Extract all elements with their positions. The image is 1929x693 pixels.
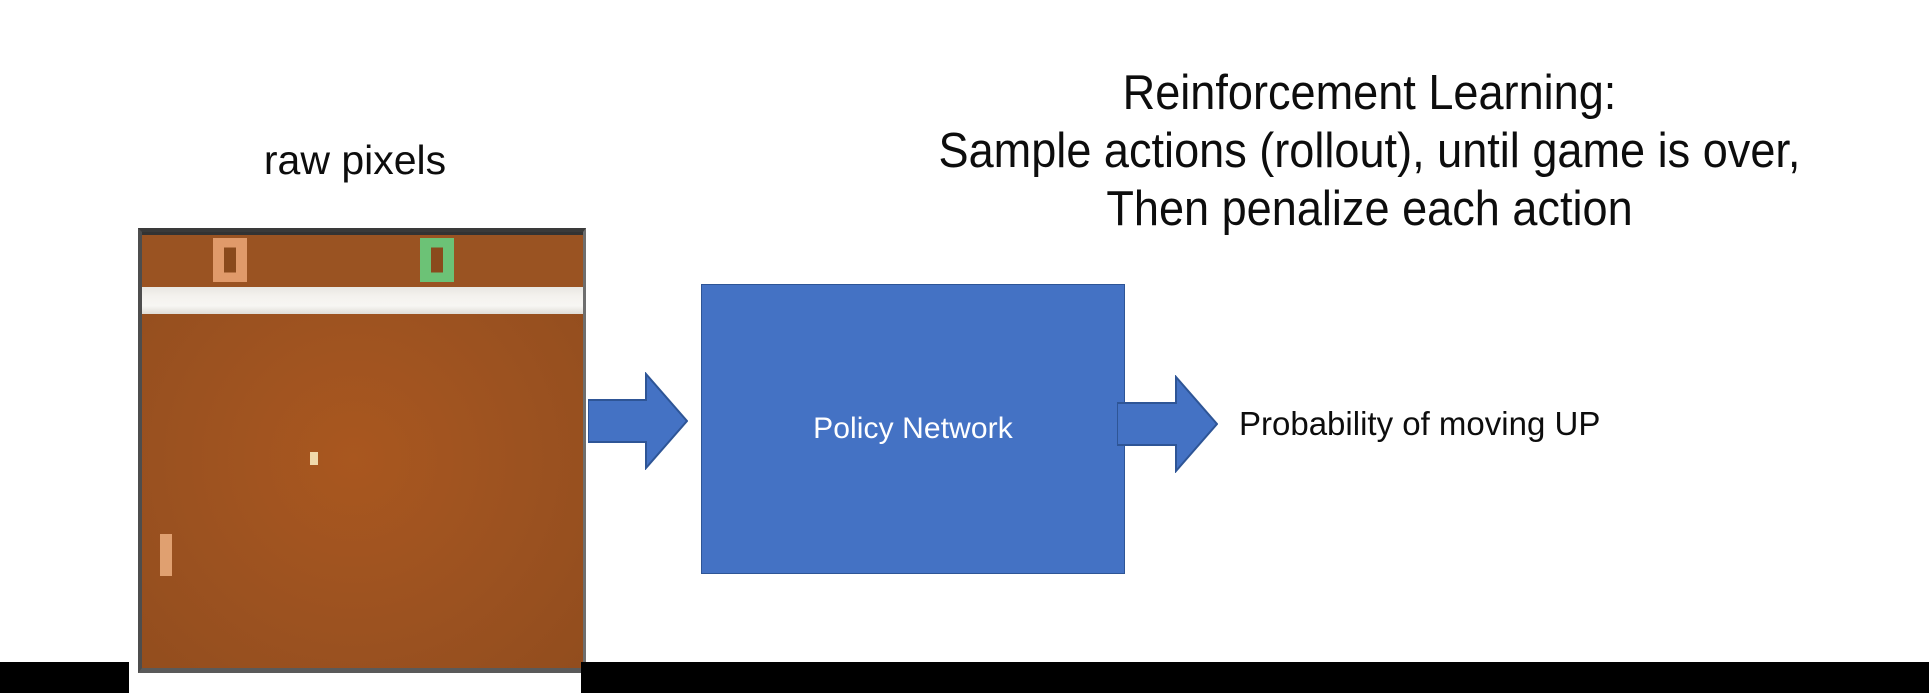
pong-paddle-right — [533, 672, 545, 673]
footer-bar-right — [581, 662, 1929, 693]
headline-line-1: Reinforcement Learning: — [1122, 66, 1617, 120]
pong-score-right-glyph — [431, 247, 443, 273]
pong-scoreboard — [142, 232, 583, 287]
pong-score-left — [213, 238, 247, 282]
pong-ball — [310, 452, 318, 465]
policy-network-box[interactable]: Policy Network — [701, 284, 1125, 574]
raw-pixels-label: raw pixels — [263, 137, 447, 183]
pong-paddle-left — [160, 534, 172, 576]
policy-network-label: Policy Network — [813, 412, 1013, 445]
headline-block: Reinforcement Learning: Sample actions (… — [855, 65, 1884, 238]
headline-line-3: Then penalize each action — [1106, 181, 1633, 236]
pong-score-left-glyph — [224, 247, 236, 273]
headline-line-2: Sample actions (rollout), until game is … — [938, 123, 1801, 178]
output-probability-label: Probability of moving UP — [1239, 405, 1601, 442]
footer-bar-left — [0, 662, 129, 693]
pong-game-screenshot — [138, 228, 586, 673]
arrow-right-icon-output — [1117, 375, 1218, 473]
arrow-right-icon-input — [588, 372, 688, 470]
pong-score-right — [420, 238, 454, 282]
pong-divider-bar — [142, 287, 583, 314]
